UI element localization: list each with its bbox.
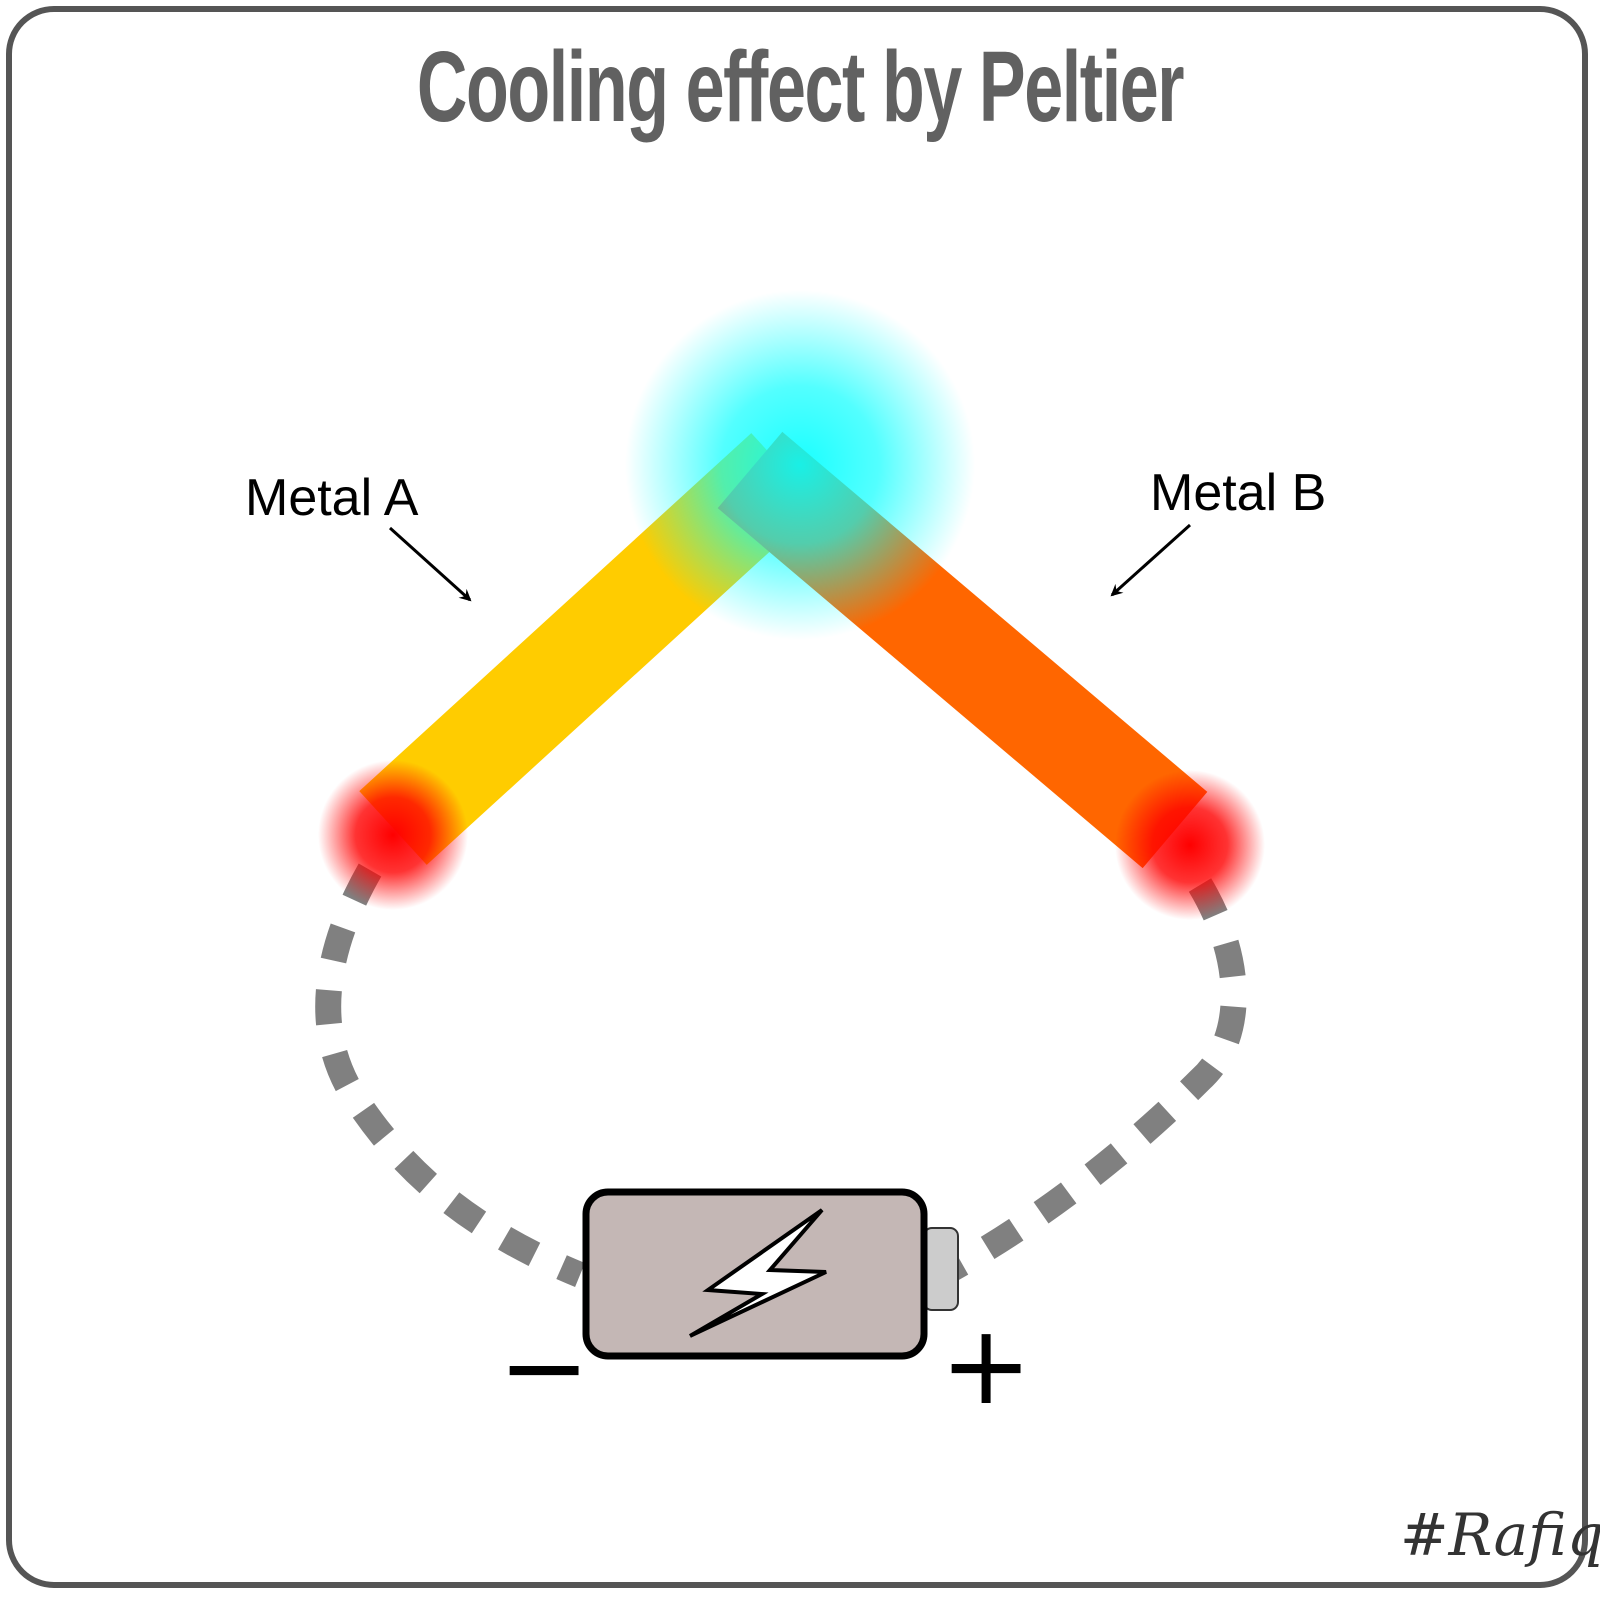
battery-icon	[582, 1188, 959, 1360]
hot-junction-right-glow	[1115, 770, 1265, 920]
metal-a-arrow	[388, 526, 472, 602]
metal-a-label: Metal A	[245, 469, 419, 527]
metal-b-arrow	[1110, 523, 1192, 597]
cold-junction-glow	[625, 290, 975, 640]
wire-left	[315, 863, 585, 1288]
negative-terminal-sign: −	[498, 1303, 590, 1431]
diagram-title: Cooling effect by Peltier	[416, 31, 1185, 143]
wire-right	[943, 878, 1247, 1282]
metal-b-label: Metal B	[1150, 464, 1326, 522]
hot-junction-left-glow	[318, 760, 468, 910]
positive-terminal-sign: +	[940, 1301, 1032, 1429]
lightning-bolt-icon	[688, 1208, 827, 1338]
author-signature: #Rafiq	[1400, 1501, 1600, 1569]
